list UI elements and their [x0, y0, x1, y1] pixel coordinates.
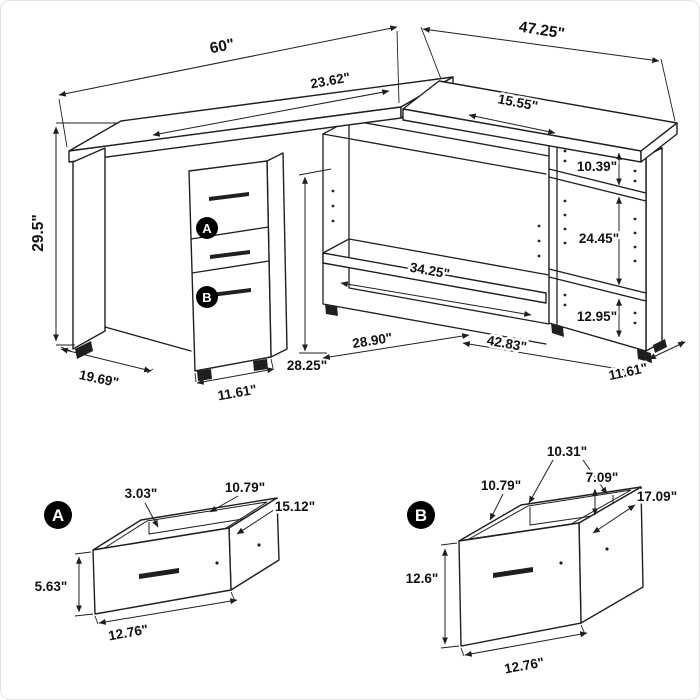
dim-a-height: 5.63": [35, 579, 68, 594]
drawer-3-handle: [211, 288, 251, 297]
drawer-b-handle: [493, 567, 533, 578]
dim-a-wall: 3.03": [125, 486, 158, 501]
return-front-outline: [322, 133, 547, 345]
dim-pedestal-width: 11.61": [216, 382, 257, 404]
dim-base-depth-left: 19.69": [78, 367, 120, 390]
dim-b-depth: 17.09": [637, 489, 677, 504]
detail-b-badge-label: B: [415, 506, 427, 525]
drawer-divider-2: [191, 260, 270, 274]
badge-b-label: B: [202, 290, 211, 305]
dim-b-height: 12.6": [406, 571, 439, 586]
bookcase-shelf-2: [548, 268, 647, 302]
drawer-a-detail: A 5.63" 12.76" 3.03" 10.79" 15.12": [32, 478, 317, 646]
badge-a-label: A: [202, 221, 212, 236]
dim-shelf-top: 10.39": [577, 159, 617, 174]
dim-b-rail-depth: 10.79": [481, 478, 521, 493]
dim-a-width: 12.76": [107, 622, 149, 644]
return-shelf-top-edge: [322, 238, 550, 276]
bookcase-shelf-pin-holes: [563, 149, 637, 325]
left-side-panel: [72, 147, 106, 350]
drawer-b-front-face: [458, 522, 582, 647]
dim-b-inner-height: 7.09": [586, 470, 619, 485]
dim-base-depth-right: 11.61": [607, 360, 649, 383]
dim-b-back-width: 10.31": [547, 444, 587, 459]
dim-width-right: 47.25": [518, 19, 566, 43]
bookcase-side-face: [645, 147, 663, 352]
dim-b-width: 12.76": [503, 655, 545, 677]
dim-width-left: 60": [208, 36, 235, 57]
main-desk-drawing: A B 60" 47.25" 23.62": [28, 16, 686, 406]
pedestal-front-face: [188, 160, 272, 372]
dim-clearance-height: 28.25": [287, 358, 327, 373]
bookcase-shelf-1: [548, 168, 647, 202]
left-cabinet: A B: [72, 147, 288, 372]
detail-a-badge-label: A: [52, 506, 64, 525]
badge-b-marker: [196, 286, 218, 308]
dim-base-span-right: 42.83": [486, 333, 528, 355]
dim-a-depth: 15.12": [275, 499, 315, 514]
detail-a-badge: [44, 501, 72, 529]
detail-b-badge: [407, 501, 435, 529]
dim-a-inner-width: 10.79": [225, 480, 265, 495]
dim-shelf-middle: 24.45": [579, 231, 619, 246]
drawer-a-handle: [139, 568, 179, 579]
wing-top: [402, 80, 678, 163]
drawer-a-dimensions: 5.63" 12.76" 3.03" 10.79" 15.12": [32, 478, 317, 646]
return-top-front-edge: [322, 133, 547, 175]
dim-depth-desktop: 23.62": [309, 70, 351, 92]
return-shelf-pin-holes: [331, 189, 541, 258]
return-shelf-unit: [322, 119, 550, 345]
drawer-a-interior-lines: [148, 517, 250, 535]
dim-shelf-bottom: 12.95": [577, 309, 617, 324]
cabinet-floor-edge: [104, 326, 192, 352]
wing-right-band: [640, 122, 678, 163]
badge-a-marker: [196, 217, 218, 239]
drawer-1-handle: [209, 192, 249, 201]
drawer-b-detail: B 12.6" 12.76" 10.31" 10.79" 7.0: [403, 442, 679, 679]
desktop-left: [68, 76, 454, 163]
drawer-2-handle: [210, 250, 250, 259]
dim-height-overall: 29.5": [30, 214, 47, 252]
